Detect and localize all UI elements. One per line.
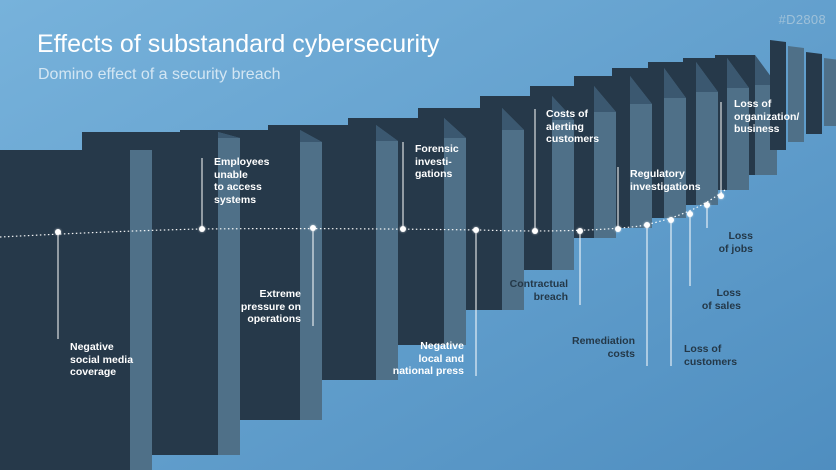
timeline-node <box>668 217 674 223</box>
label-employees-unable: Employees unable to access systems <box>214 156 270 206</box>
label-loss-business: Loss of organization/ business <box>734 98 800 135</box>
domino-piece <box>502 108 524 310</box>
domino-piece <box>594 86 616 238</box>
leader-lines <box>57 102 722 376</box>
domino-piece <box>300 130 322 420</box>
timeline-node <box>55 229 61 235</box>
timeline-node <box>310 225 316 231</box>
domino-piece <box>630 76 652 228</box>
domino-piece <box>444 118 466 345</box>
label-loss-customers: Loss of customers <box>684 343 738 368</box>
domino-piece <box>696 62 718 205</box>
label-costs-alerting: Costs of alerting customers <box>546 108 600 145</box>
label-contractual-breach: Contractual breach <box>509 278 568 303</box>
page-title: Effects of substandard cybersecurity <box>37 30 440 58</box>
domino-piece <box>0 150 130 470</box>
domino-piece <box>770 40 786 150</box>
domino-piece <box>727 58 749 190</box>
label-loss-sales: Loss of sales <box>701 287 741 312</box>
domino-piece <box>788 46 804 142</box>
label-negative-press: Negative local and national press <box>392 340 464 377</box>
timeline-node <box>615 226 621 232</box>
timeline-node <box>473 227 479 233</box>
timeline-node <box>532 228 538 234</box>
label-regulatory: Regulatory investigations <box>630 168 701 193</box>
page-subtitle: Domino effect of a security breach <box>38 66 281 83</box>
domino-piece <box>552 96 574 270</box>
label-remediation: Remediation costs <box>571 335 635 360</box>
domino-piece <box>664 68 686 218</box>
domino-piece <box>824 58 836 126</box>
timeline-node <box>718 193 724 199</box>
document-code: #D2808 <box>778 12 826 27</box>
domino-chain <box>0 40 836 470</box>
timeline-node <box>577 228 583 234</box>
label-forensic: Forensic investi- gations <box>415 143 459 180</box>
label-negative-social-media: Negative social media coverage <box>70 341 134 378</box>
timeline-node <box>400 226 406 232</box>
label-extreme-pressure: Extreme pressure on operations <box>240 288 301 325</box>
domino-piece <box>130 150 152 470</box>
timeline-node <box>644 222 650 228</box>
domino-piece <box>218 132 240 455</box>
domino-piece <box>806 52 822 134</box>
timeline-node <box>704 202 710 208</box>
label-loss-jobs: Loss of jobs <box>718 230 753 255</box>
timeline-path <box>0 189 726 238</box>
timeline-node <box>687 211 693 217</box>
timeline-node <box>199 226 205 232</box>
domino-piece <box>376 125 398 380</box>
